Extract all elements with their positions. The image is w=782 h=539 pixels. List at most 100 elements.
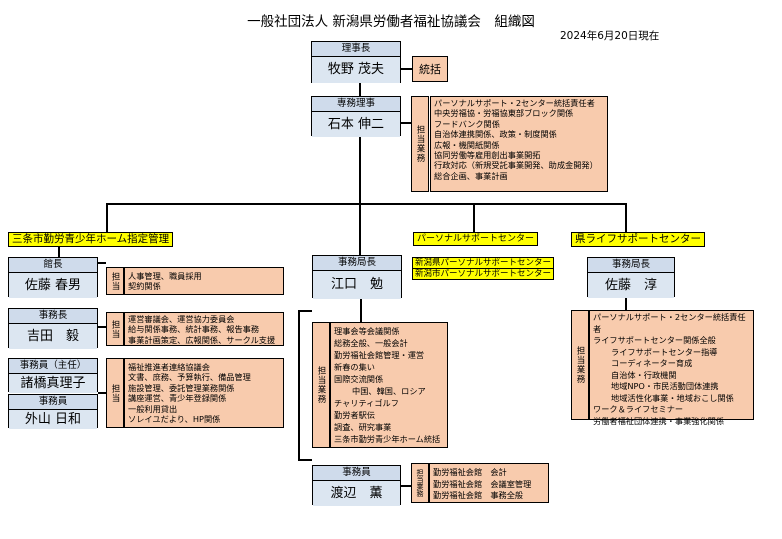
office-staff-duty-label-box: 担当業務 xyxy=(411,463,429,503)
personal-support-sub-2: 新潟市パーソナルサポートセンター xyxy=(412,268,555,280)
office-staff-duty-list: 勤労福祉会館 会計 勤労福祉会館 会議室管理 勤労福祉会館 事務全般 xyxy=(429,463,549,503)
connector-office-drop xyxy=(359,203,361,255)
list-item: ワーク＆ライフセミナー xyxy=(593,404,684,414)
list-item: フードバンク関係 xyxy=(434,118,500,129)
secretary-box: 専務理事 石本 伸二 xyxy=(311,96,401,137)
office-chief-name: 江口 勉 xyxy=(313,271,401,299)
sanjo-shared-duty-label: 担当 xyxy=(110,383,120,403)
list-item: 広報・機関紙関係 xyxy=(434,139,500,150)
connector-ls-duty xyxy=(625,298,627,310)
sanjo-staff2-box: 事務員（主任） 諸橋真理子 xyxy=(8,358,98,393)
list-item: 勤労福祉会館管理・運営 xyxy=(334,350,425,360)
list-item: 労働者福祉団体連携・事業強化関係 xyxy=(593,415,725,426)
life-support-duty-list: パーソナルサポート・2センター統括責任者 ライフサポートセンター関係全般 ライフ… xyxy=(589,310,754,426)
office-chief-duty-label-box: 担当業務 xyxy=(312,322,330,448)
list-item: 人事管理、職員採用 xyxy=(128,271,202,281)
list-item: 事業計画策定、広報関係、サークル支援 xyxy=(128,334,276,345)
chairman-duty: 統括 xyxy=(419,63,441,76)
list-item: 一般利用貸出 xyxy=(128,403,178,414)
connector-office-loop-h-top xyxy=(298,310,312,312)
list-item: 勤労福祉会館 事務全般 xyxy=(433,490,524,500)
list-item: ソレイユだより、HP関係 xyxy=(128,414,221,425)
list-item: 地域活性化事業・地域おこし関係 xyxy=(611,392,734,403)
life-support-chief-name: 佐藤 淳 xyxy=(588,273,674,298)
sanjo-staff1-role: 事務長 xyxy=(9,309,97,324)
list-item: 勤労者駅伝 xyxy=(334,410,375,420)
list-item: 中国、韓国、ロシア xyxy=(352,386,426,396)
list-item: 自治体・行政機関 xyxy=(611,369,677,380)
sanjo-shared-duty-list: 福祉推進者連絡協議会 文書、庶務、予算執行、備品管理 施設管理、委託管理業務関係… xyxy=(124,358,284,428)
sanjo-shared-duty-label-box: 担当 xyxy=(106,358,124,428)
sanjo-staff1-duty-label: 担当 xyxy=(110,319,120,339)
connector-main-vertical xyxy=(359,83,361,203)
list-item: 契約関係 xyxy=(128,281,161,292)
connector-sanjo-chain xyxy=(58,245,60,257)
list-item: 勤労福祉会館 会議室管理 xyxy=(433,478,532,489)
life-support-duty-label-box: 担当業務 xyxy=(571,310,589,420)
list-item: パーソナルサポート・2センター統括責任者 xyxy=(434,98,595,108)
sanjo-staff1-box: 事務長 吉田 毅 xyxy=(8,308,98,349)
connector-sanjo-drop xyxy=(106,203,108,232)
life-support-header: 県ライフサポートセンター xyxy=(571,232,705,247)
list-item: 行政対応（新規受託事業開発、助成金開発） xyxy=(434,160,598,171)
list-item: コーディネーター育成 xyxy=(611,358,693,368)
sanjo-staff3-name: 外山 日和 xyxy=(9,410,97,429)
sanjo-director-name: 佐藤 春男 xyxy=(9,273,97,298)
list-item: 地域NPO・市民活動団体連携 xyxy=(611,381,719,391)
secretary-duty-list: パーソナルサポート・2センター統括責任者 中央労福協・労福協東部ブロック関係 フ… xyxy=(430,96,608,192)
connector-sanjo-right2 xyxy=(98,326,106,328)
list-item: 調査、研究事業 xyxy=(334,422,392,432)
page-title: 一般社団法人 新潟県労働者福祉協議会 組織図 xyxy=(247,14,535,30)
office-staff-duty-label: 担当業務 xyxy=(416,469,424,497)
sanjo-staff3-role: 事務員 xyxy=(9,395,97,410)
sanjo-staff1-duty-label-box: 担当 xyxy=(106,312,124,346)
list-item: 総務全般、一般会計 xyxy=(334,338,408,348)
secretary-role: 専務理事 xyxy=(312,97,400,112)
list-item: 自治体連携関係、政策・制度関係 xyxy=(434,129,557,140)
connector-chair-duty xyxy=(401,68,412,70)
list-item: 勤労福祉会館 会計 xyxy=(433,467,507,477)
connector-sanjo-right xyxy=(98,262,106,264)
date-label: 2024年6月20日現在 xyxy=(560,30,660,42)
sanjo-director-role: 館長 xyxy=(9,258,97,273)
list-item: ライフサポートセンター指導 xyxy=(611,346,718,357)
list-item: チャリティゴルフ xyxy=(334,398,399,408)
secretary-duty-label-box: 担当業務 xyxy=(411,96,429,192)
sanjo-header: 三条市勤労青少年ホーム指定管理 xyxy=(8,232,174,247)
connector-sec-duty xyxy=(401,122,411,124)
list-item: 理事会等会議関係 xyxy=(334,326,400,336)
list-item: パーソナルサポート・2センター統括責任者 xyxy=(593,312,746,334)
connector-office-loop-h-bottom xyxy=(298,459,312,461)
life-support-chief-role: 事務局長 xyxy=(588,258,674,273)
connector-watanabe-duty xyxy=(401,485,411,487)
list-item: ライフサポートセンター関係全般 xyxy=(593,335,716,345)
life-support-duty-label: 担当業務 xyxy=(575,346,585,384)
office-staff-name: 渡辺 薫 xyxy=(313,481,400,506)
list-item: 運営審議会、運営協力委員会 xyxy=(128,314,235,324)
chairman-role: 理事長 xyxy=(312,42,400,57)
list-item: 新春の集い xyxy=(334,362,375,372)
list-item: 協同労働等雇用創出事業開拓 xyxy=(434,150,541,161)
sanjo-staff1-name: 吉田 毅 xyxy=(9,324,97,349)
connector-horizontal-bar xyxy=(106,203,626,205)
connector-ls-drop xyxy=(625,203,627,232)
list-item: 三条市勤労青少年ホーム統括 xyxy=(334,434,441,444)
connector-ps-drop xyxy=(473,203,475,232)
office-staff-box: 事務員 渡辺 薫 xyxy=(312,465,401,506)
sanjo-staff1-duty-list: 運営審議会、運営協力委員会 給与関係事務、統計事務、報告事務 事業計画策定、広報… xyxy=(124,312,284,346)
sanjo-staff3-box: 事務員 外山 日和 xyxy=(8,394,98,429)
chairman-duty-box: 統括 xyxy=(412,56,448,82)
list-item: 給与関係事務、統計事務、報告事務 xyxy=(128,324,260,335)
list-item: 国際交流関係 xyxy=(334,374,384,384)
sanjo-director-duty-label-box: 担当 xyxy=(106,267,124,295)
chairman-box: 理事長 牧野 茂夫 xyxy=(311,41,401,83)
list-item: 施設管理、委託管理業務関係 xyxy=(128,382,235,393)
life-support-chief-box: 事務局長 佐藤 淳 xyxy=(587,257,675,298)
sanjo-staff2-role: 事務員（主任） xyxy=(9,359,97,374)
list-item: 福祉推進者連絡協議会 xyxy=(128,362,210,372)
office-chief-box: 事務局長 江口 勉 xyxy=(312,255,402,299)
list-item: 中央労福協・労福協東部ブロック関係 xyxy=(434,108,574,119)
list-item: 文書、庶務、予算執行、備品管理 xyxy=(128,372,251,383)
list-item: 総合企画、事業計画 xyxy=(434,170,508,181)
office-staff-role: 事務員 xyxy=(313,466,400,481)
